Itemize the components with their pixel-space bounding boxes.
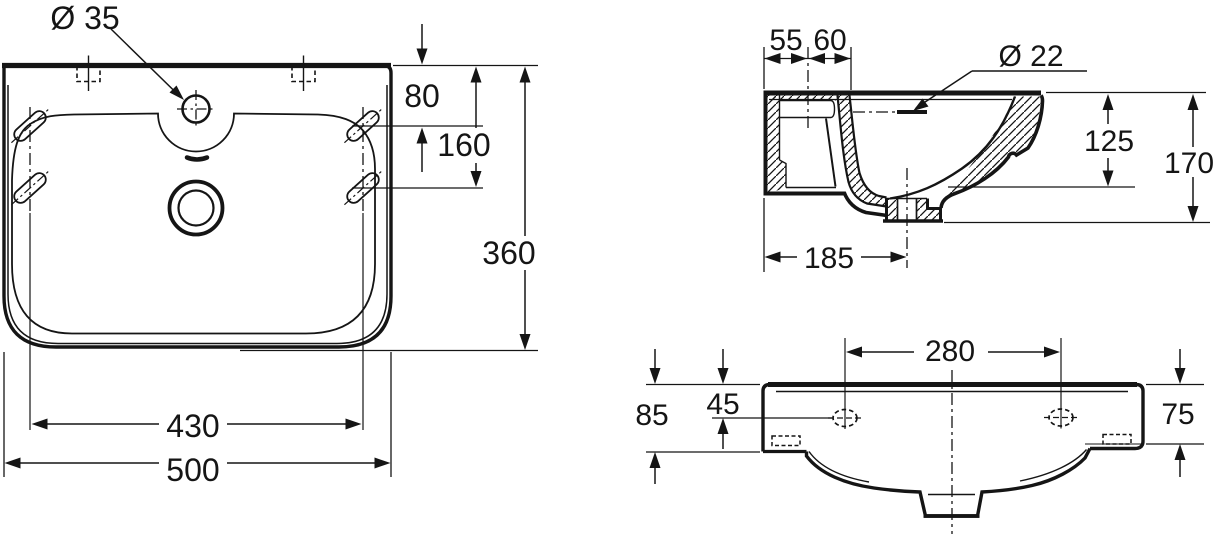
dim-label-280: 280 (925, 335, 975, 368)
bottom-view: 280 85 45 75 (635, 335, 1204, 534)
dim-label-75: 75 (1161, 398, 1194, 431)
hatch-drain-left (886, 198, 898, 221)
dimension-360: 360 (482, 66, 536, 350)
dim-label-160: 160 (437, 127, 490, 163)
dimension-75: 75 (1085, 349, 1204, 477)
dimension-55-60: 55 60 (763, 24, 852, 90)
dimension-185: 185 (763, 168, 908, 275)
drain-hole (167, 179, 225, 237)
front-view: 80 160 360 430 (2, 0, 538, 488)
dim-label-500: 500 (166, 452, 219, 488)
overflow-channel-outer (836, 95, 887, 208)
dim-label-o35: Ø 35 (50, 0, 119, 36)
dimension-280: 280 (844, 335, 1062, 429)
bowl-inner-line-left (808, 451, 870, 483)
bowl-inner-surface (889, 96, 1017, 200)
section-front-profile (939, 94, 1045, 209)
dim-label-55: 55 (769, 24, 802, 57)
dimension-430: 430 (31, 408, 362, 444)
overflow-channel-inner (848, 95, 887, 199)
dim-label-o22: Ø 22 (998, 40, 1063, 73)
section-trap-curve (842, 191, 888, 218)
hidden-recess-right (1102, 433, 1132, 445)
dim-label-125: 125 (1084, 125, 1134, 158)
hatch-front-shell (946, 96, 1041, 197)
dimension-45: 45 (706, 349, 832, 449)
bowl-bulge-outline (804, 447, 1092, 518)
overflow-slot (184, 155, 210, 162)
hatch-back-wall (764, 92, 786, 195)
dim-label-170: 170 (1164, 147, 1214, 180)
top-fixing-recesses (76, 55, 316, 91)
dimension-500: 500 (4, 452, 391, 488)
dimension-170: 170 (944, 94, 1214, 224)
dimension-160: 160 (437, 66, 491, 187)
dimension-125: 125 (948, 91, 1206, 188)
dim-label-360: 360 (482, 235, 535, 271)
slab-outline (761, 382, 1145, 452)
basin-apron-line (7, 85, 388, 345)
label-tap-hole-diameter: Ø 35 (50, 0, 184, 100)
dim-label-430: 430 (166, 408, 219, 444)
basin-inner-rim (11, 112, 376, 335)
dim-label-85: 85 (635, 399, 668, 432)
dim-label-185: 185 (804, 242, 854, 275)
basin-outer-outline (2, 63, 393, 349)
dim-label-60: 60 (813, 24, 846, 57)
side-section-view: Ø 22 55 60 125 (763, 24, 1214, 275)
bowl-inner-line-right (1019, 449, 1088, 482)
dim-label-45: 45 (706, 388, 739, 421)
wall-cavity (778, 95, 837, 189)
tap-hole (177, 90, 215, 128)
dimension-85: 85 (635, 349, 760, 484)
dimension-80: 80 (404, 24, 440, 172)
label-fixing-hole-diameter: Ø 22 (853, 40, 1087, 114)
hidden-recess-left (771, 435, 801, 447)
dim-label-80: 80 (404, 78, 440, 114)
hatch-overflow-channel (837, 95, 887, 207)
